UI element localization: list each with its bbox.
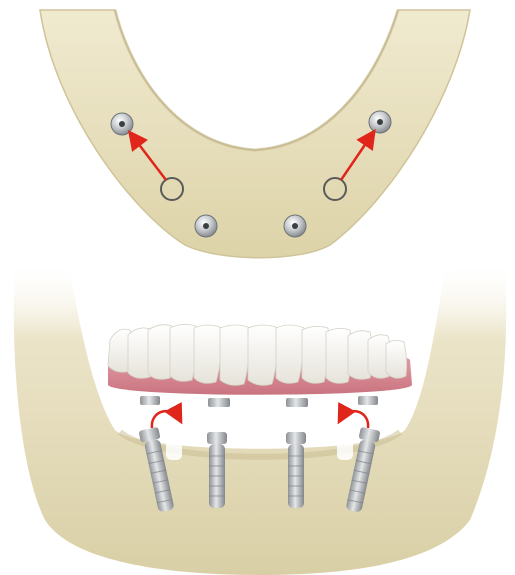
implant-head-left-posterior (111, 113, 133, 135)
teeth-row (108, 324, 407, 385)
mandible-front (14, 260, 506, 575)
bridge-post-2 (208, 398, 230, 407)
arch-view (40, 10, 470, 258)
bridge-post-1 (140, 396, 160, 405)
jaw-view (14, 260, 506, 575)
original-implant-ghost-right (337, 430, 353, 460)
implant-head-right-anterior (284, 215, 306, 237)
implant-head-right-posterior (369, 111, 391, 133)
denture-bridge (108, 324, 412, 407)
mandible-arch (40, 10, 470, 258)
bridge-post-4 (358, 396, 378, 405)
rotation-arrow-left (152, 411, 180, 428)
rotation-arrow-right (340, 411, 368, 428)
implant-head-left-anterior (195, 215, 217, 237)
bridge-post-3 (286, 398, 308, 407)
implant-left-straight (207, 432, 227, 508)
original-implant-ghost-left (166, 430, 182, 460)
implant-right-straight (286, 432, 306, 508)
